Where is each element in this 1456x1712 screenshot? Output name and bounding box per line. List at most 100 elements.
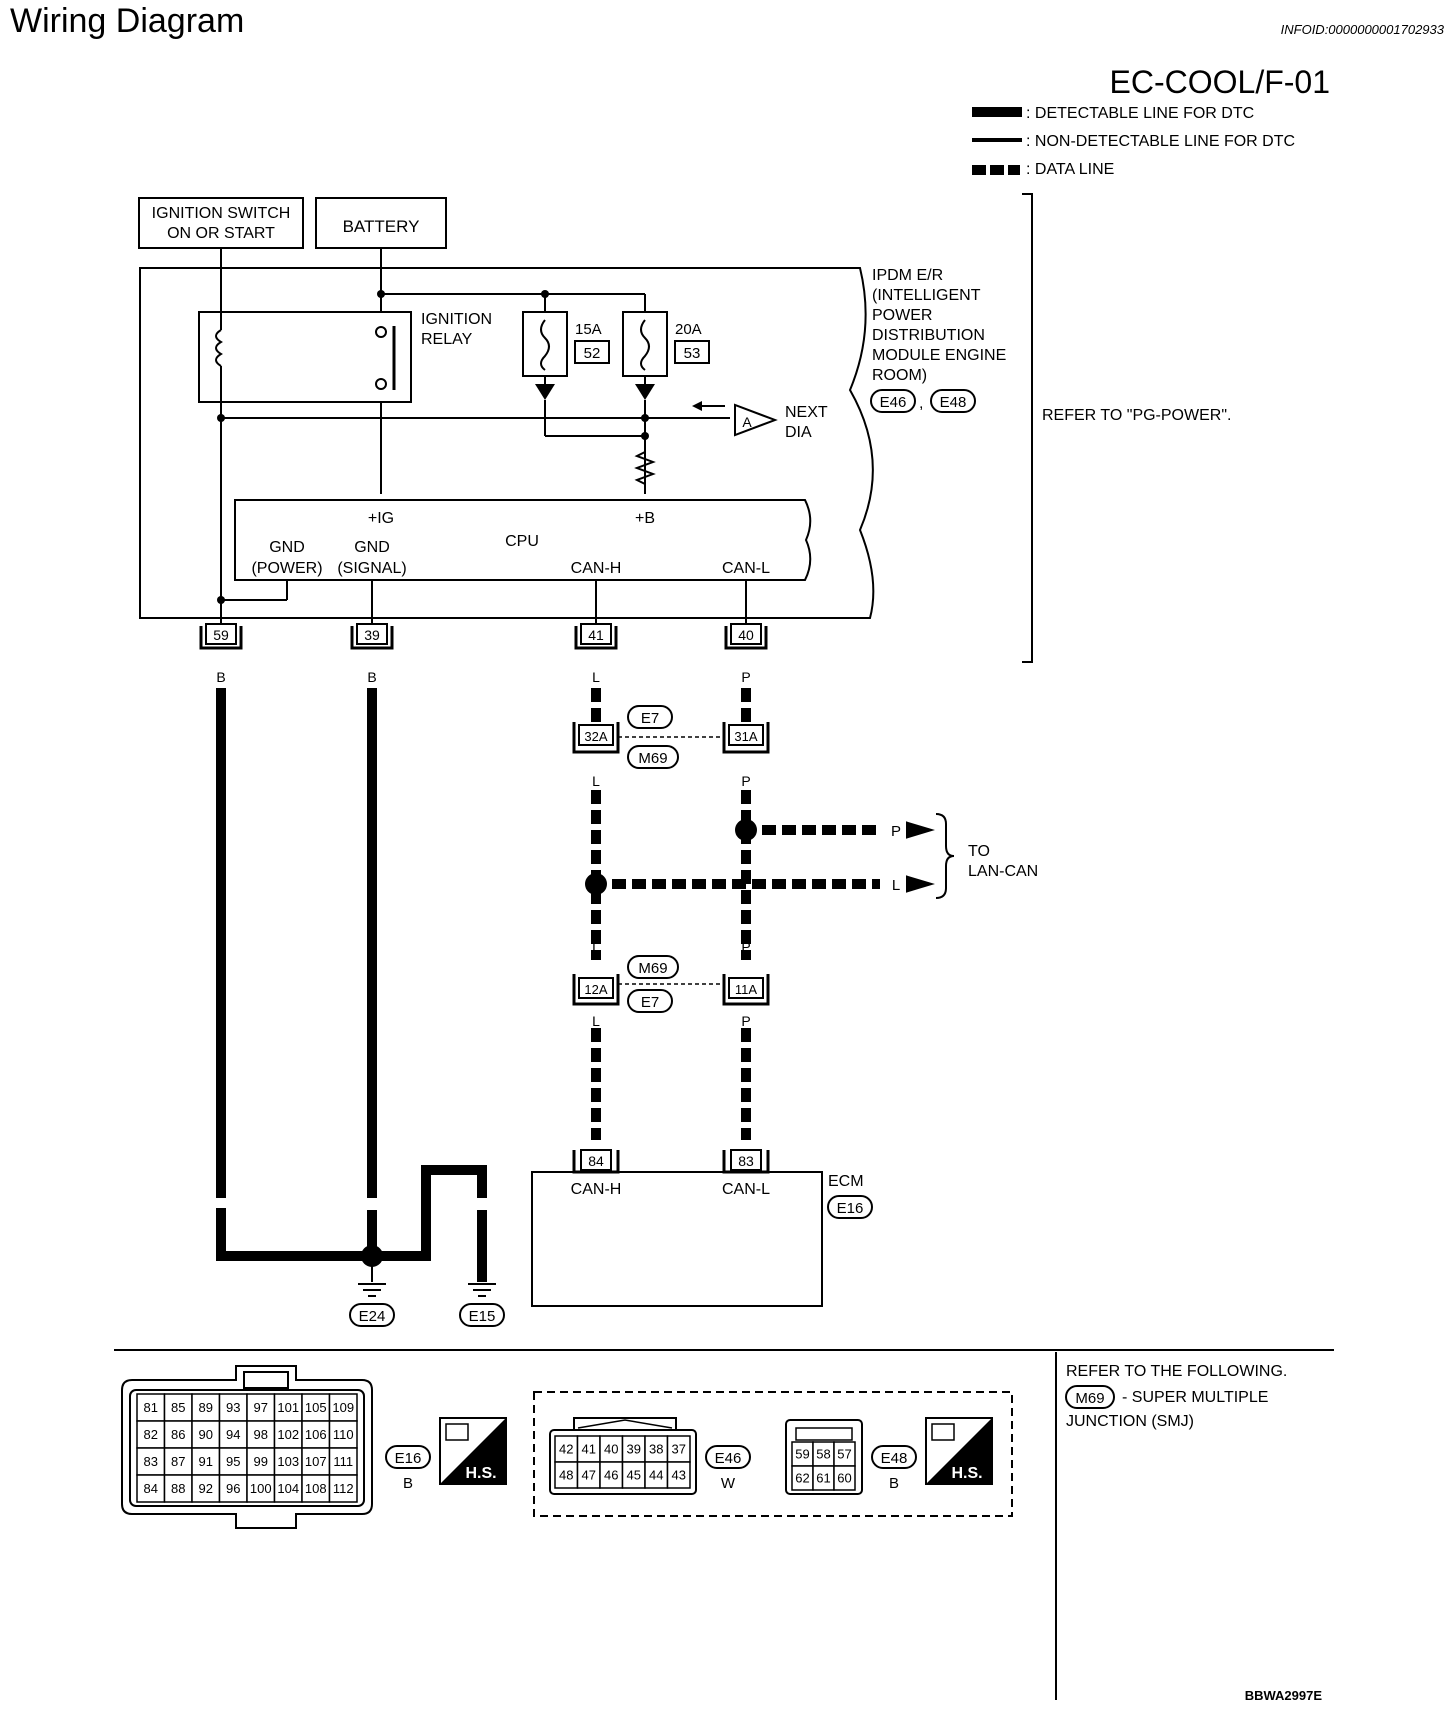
- ipdm-name-1: IPDM E/R: [872, 267, 943, 284]
- ecm-label: ECM: [828, 1173, 864, 1190]
- e48-pin-number: 59: [795, 1447, 809, 1462]
- wire-color-p: P: [891, 823, 901, 840]
- connector-e46-id: E46: [715, 1450, 742, 1467]
- ecm-conn-badge: [827, 1195, 873, 1219]
- arrow-right-icon: [906, 875, 935, 893]
- e48-pin-number: 58: [816, 1447, 830, 1462]
- harness-side-icon: H.S.: [925, 1417, 993, 1485]
- e16-pin-number: 99: [254, 1454, 268, 1469]
- e48-pin-number: 57: [837, 1447, 851, 1462]
- battery-label: BATTERY: [343, 217, 420, 236]
- e16-pin-number: 88: [171, 1481, 185, 1496]
- hs-label: H.S.: [465, 1465, 496, 1482]
- e16-pin-number: 111: [333, 1454, 353, 1469]
- fuse-icon: [640, 319, 650, 371]
- lan-brace: [935, 813, 955, 899]
- arrow-right-icon: [906, 821, 935, 839]
- e16-pin-cell: [273, 1447, 303, 1476]
- next-diagram-arrow-icon: [734, 403, 778, 437]
- e16-pin-number: 87: [171, 1454, 185, 1469]
- e48-pin-number: 60: [837, 1471, 851, 1486]
- terminal-11a: 11A: [722, 974, 770, 1006]
- connector-e16-color: B: [403, 1475, 413, 1492]
- cpu-gnd-power-2: (POWER): [251, 560, 322, 577]
- hs-label: H.S.: [951, 1465, 982, 1482]
- terminal-84: 84: [572, 1149, 620, 1174]
- e16-pin-number: 108: [305, 1481, 327, 1496]
- junction-m69-badge: [627, 745, 679, 769]
- e46-pin-number: 48: [559, 1468, 573, 1483]
- svg-text:32A: 32A: [584, 729, 607, 744]
- refer-following-2: - SUPER MULTIPLE: [1122, 1389, 1268, 1406]
- e16-pin-number: 85: [171, 1400, 185, 1415]
- legend-nondetectable-label: : NON-DETECTABLE LINE FOR DTC: [1026, 133, 1295, 150]
- ipdm-name-3: POWER: [872, 307, 932, 324]
- ground-e24-badge: [349, 1303, 395, 1327]
- junction-dot: [641, 432, 649, 440]
- e16-pin-cell: [328, 1393, 358, 1422]
- refer-pg-power: REFER TO "PG-POWER".: [1042, 407, 1231, 424]
- svg-text:31A: 31A: [734, 729, 757, 744]
- e16-pin-cell: [301, 1420, 331, 1449]
- e46-pin-number: 38: [649, 1442, 663, 1457]
- wire-color-l: L: [592, 939, 600, 955]
- e16-pin-cell: [136, 1474, 166, 1503]
- e16-pin-number: 86: [171, 1427, 185, 1442]
- e16-pin-number: 90: [199, 1427, 213, 1442]
- ground-e15-badge: [459, 1303, 505, 1327]
- e16-pin-cell: [328, 1474, 358, 1503]
- connector-e16-id: E16: [395, 1450, 422, 1467]
- ground-icon: [468, 1283, 496, 1297]
- e46-pin-number: 44: [649, 1468, 663, 1483]
- junction-dot: [217, 414, 225, 422]
- e16-pin-number: 112: [333, 1481, 354, 1496]
- junction-m69-badge: [627, 955, 679, 979]
- ipdm-name-4: DISTRIBUTION: [872, 327, 985, 344]
- legend: : DETECTABLE LINE FOR DTC : NON-DETECTAB…: [972, 105, 1295, 178]
- e46-pin-number: 42: [559, 1442, 573, 1457]
- terminal-41: 41: [574, 623, 618, 650]
- wire-color-p: P: [741, 939, 750, 955]
- ignition-relay-box: [198, 311, 412, 403]
- e46-pin-number: 40: [604, 1442, 618, 1457]
- fuse2-amp: 20A: [675, 321, 702, 338]
- cpu-can-l: CAN-L: [722, 560, 770, 577]
- e46-pin-number: 41: [582, 1442, 596, 1457]
- wire-color-b: B: [367, 669, 376, 685]
- svg-text:84: 84: [588, 1153, 604, 1169]
- e16-pin-number: 98: [254, 1427, 268, 1442]
- wire-color-l: L: [892, 877, 900, 894]
- ipdm-connectors-group: [533, 1391, 1013, 1517]
- legend-nondetectable-swatch: [972, 138, 1022, 142]
- e48-pin-cell: [833, 1465, 856, 1491]
- e16-pin-number: 105: [305, 1400, 327, 1415]
- ecm-conn: E16: [837, 1200, 864, 1217]
- fuse-icon: [540, 319, 550, 371]
- fuse1-amp: 15A: [575, 321, 602, 338]
- terminal-59: 59: [199, 623, 243, 650]
- e16-pin-cell: [246, 1474, 276, 1503]
- wire-color-b: B: [477, 1207, 486, 1223]
- e16-pin-number: 91: [199, 1454, 213, 1469]
- connector-e48-id: E48: [881, 1450, 908, 1467]
- relay-label-2: RELAY: [421, 331, 473, 348]
- info-id: INFOID:0000000001702933: [1280, 22, 1444, 37]
- resistor-icon: [634, 451, 656, 485]
- e16-pin-number: 100: [250, 1481, 272, 1496]
- e16-pin-number: 102: [277, 1427, 299, 1442]
- refer-m69-badge: [1065, 1385, 1115, 1409]
- junction-e7-badge: [627, 705, 673, 729]
- e16-pin-number: 106: [305, 1427, 327, 1442]
- e46-pin-number: 39: [627, 1442, 641, 1457]
- junction-dot: [641, 414, 649, 422]
- e16-pin-cell: [273, 1474, 303, 1503]
- e46-pin-number: 47: [582, 1468, 596, 1483]
- cpu-gnd-power-1: GND: [269, 539, 305, 556]
- e16-pin-number: 103: [277, 1454, 299, 1469]
- wire-color-b: B: [421, 1207, 430, 1223]
- svg-text:11A: 11A: [735, 982, 757, 997]
